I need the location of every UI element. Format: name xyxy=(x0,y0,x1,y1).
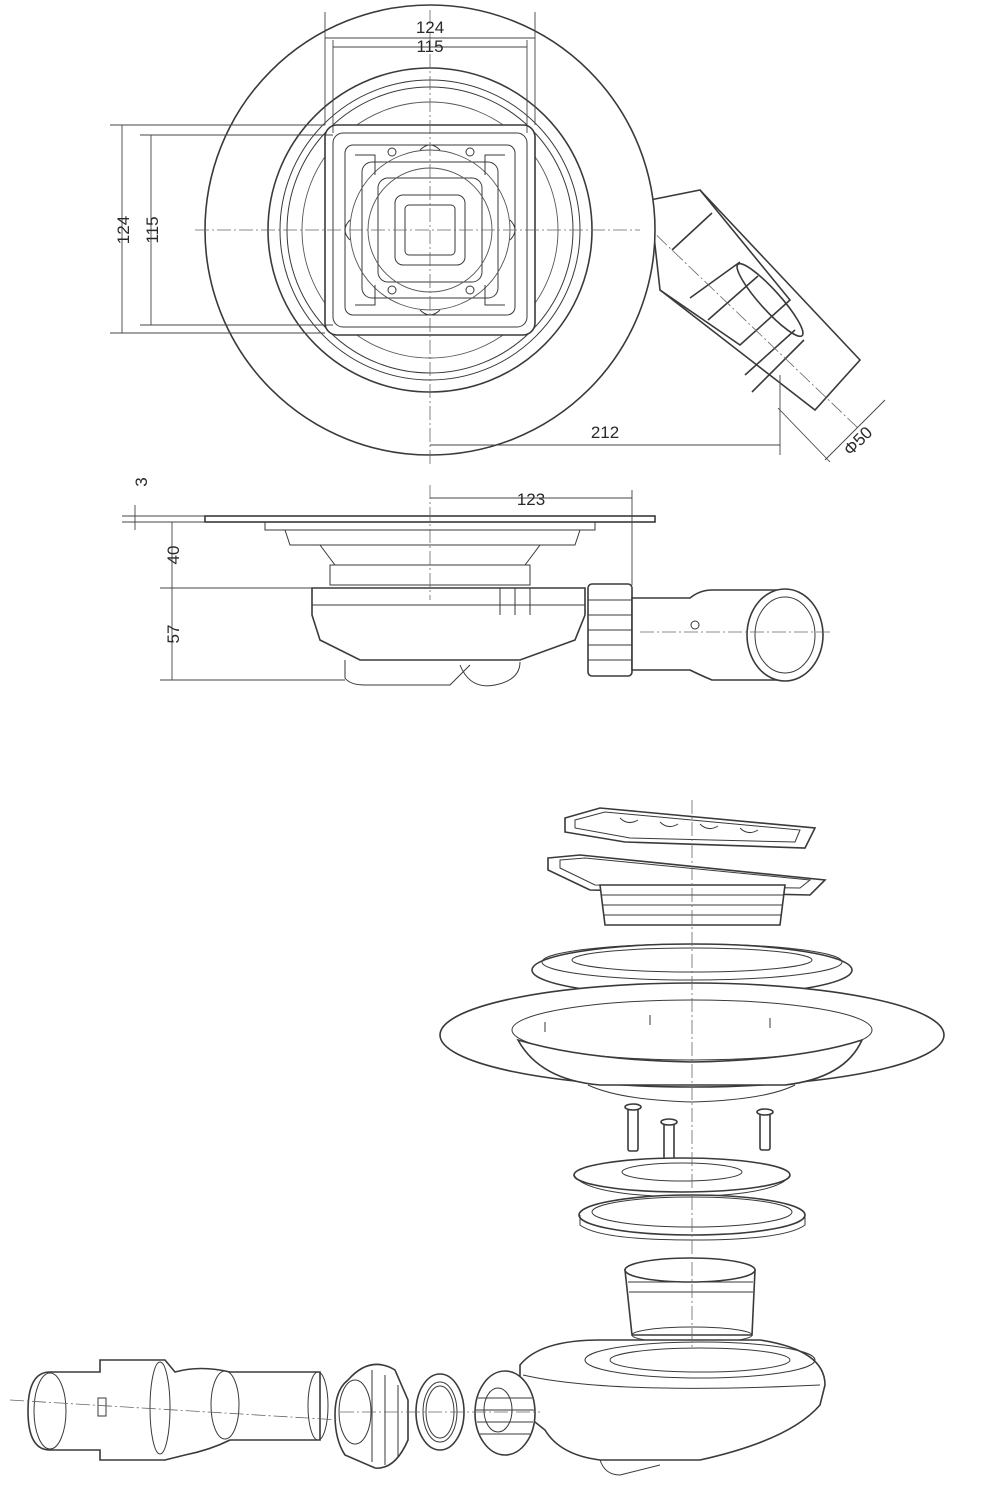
outlet-pipe-part xyxy=(9,1359,341,1461)
sleeve-part xyxy=(624,1257,756,1344)
dim-side-height-outer: 124 xyxy=(114,216,133,244)
coupling-nut-part xyxy=(334,1363,409,1469)
drain-exploded-view xyxy=(9,800,945,1476)
dim-outlet-offset: 212 xyxy=(591,423,619,442)
frame-part xyxy=(547,854,827,926)
dim-upper-height: 40 xyxy=(164,546,183,565)
trap-body-part xyxy=(519,1339,826,1476)
coupling-nut-side xyxy=(587,583,633,677)
dim-outlet-reach: 123 xyxy=(517,490,545,509)
dim-side-height-inner: 115 xyxy=(143,216,162,243)
dim-plate-thickness: 3 xyxy=(132,477,151,486)
grate-part xyxy=(564,807,817,849)
drain-side-view: 3 123 40 57 xyxy=(122,477,830,687)
dim-top-width-outer: 124 xyxy=(416,18,444,37)
drain-top-view: 124 115 124 115 212 Φ50 xyxy=(110,4,886,465)
outlet-pipe-plan xyxy=(624,189,862,431)
screws-part xyxy=(624,1103,774,1167)
dim-outlet-diameter: Φ50 xyxy=(840,423,876,459)
dim-lower-height: 57 xyxy=(164,625,183,644)
clamp-ring-part xyxy=(573,1157,791,1198)
dim-top-width-inner: 115 xyxy=(416,37,443,56)
threaded-spigot-part xyxy=(474,1370,536,1456)
